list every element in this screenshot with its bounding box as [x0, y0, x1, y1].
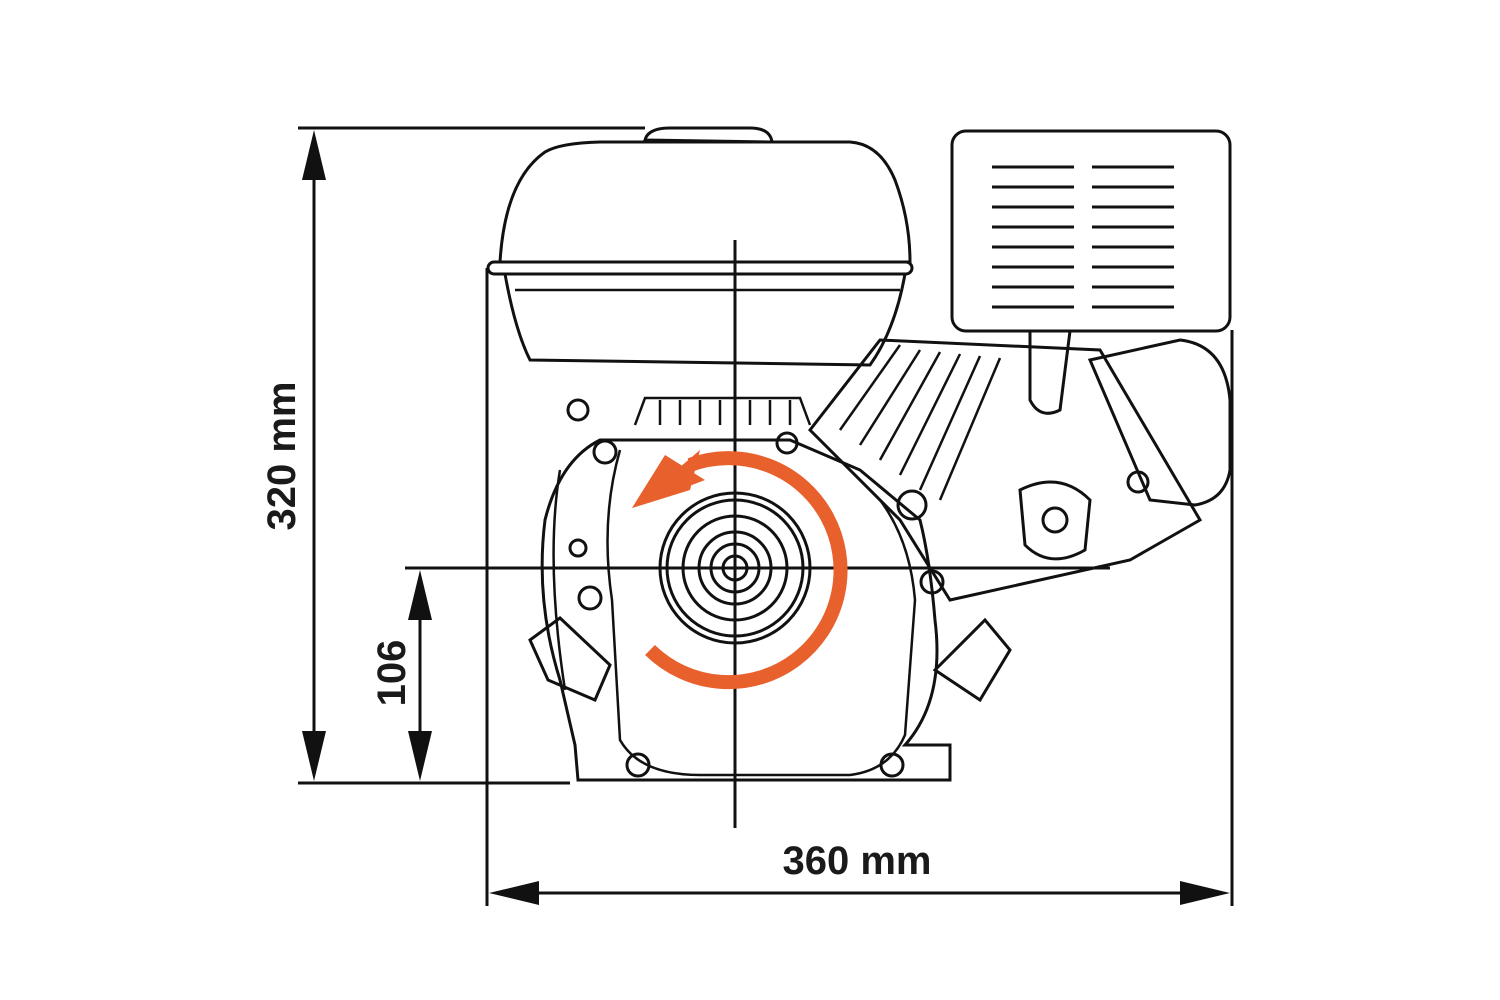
air-filter-box: [950, 129, 1232, 333]
left-mount: [528, 616, 612, 702]
height-label: 320 mm: [260, 382, 304, 531]
carburetor-bolt: [1126, 470, 1150, 494]
crankcase-edge: [552, 469, 567, 691]
cylinder-bracket: [1018, 480, 1092, 561]
carburetor: [1087, 338, 1232, 507]
intake-pipe: [1028, 330, 1072, 415]
rotation-arrow-icon: [632, 450, 848, 690]
cylinder: [808, 338, 1203, 602]
height-dimension: [298, 126, 645, 785]
bolts: [566, 398, 945, 778]
shaft-height-label: 106: [370, 640, 414, 707]
engine-drawing: [486, 126, 1232, 782]
cylinder-fins: [838, 344, 1002, 501]
cooling-fins: [633, 396, 812, 426]
width-label: 360 mm: [783, 839, 932, 883]
fuel-tank-top: [498, 140, 912, 264]
fuel-cap: [643, 126, 774, 144]
crankcase: [540, 438, 952, 782]
width-dimension: [485, 268, 1234, 906]
bracket-hole: [1041, 506, 1069, 534]
right-mount: [932, 617, 1012, 703]
air-filter-vents: [992, 165, 1174, 309]
shaft-height-dimension: [408, 570, 432, 781]
fuel-tank-seam: [486, 260, 914, 276]
fuel-tank-bottom: [503, 273, 907, 367]
cylinder-bolt: [896, 489, 928, 521]
